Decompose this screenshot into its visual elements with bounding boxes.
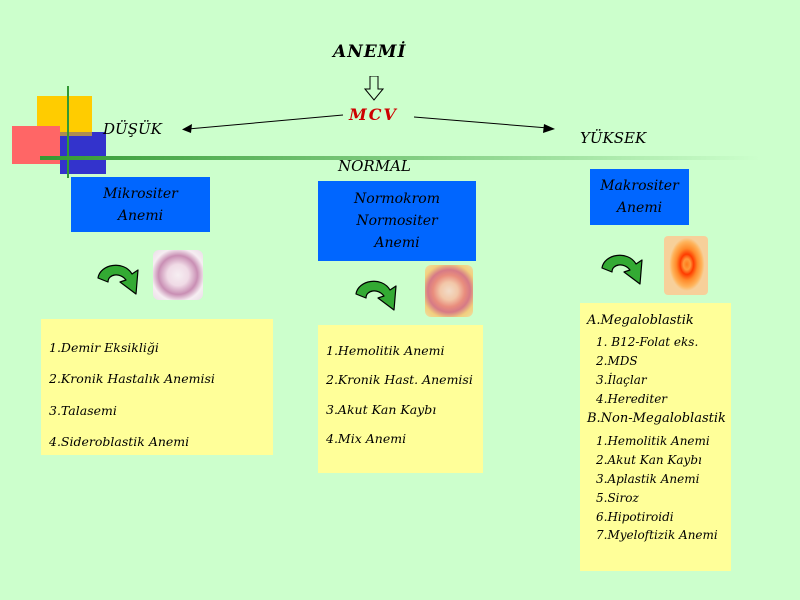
list-item: 7.Myeloftizik Anemi — [596, 528, 718, 542]
normocytic-line1: Normokrom — [354, 191, 440, 207]
list-item: 3.Akut Kan Kaybı — [326, 402, 437, 417]
normocytic-causes-list: 1.Hemolitik Anemi 2.Kronik Hast. Anemisi… — [318, 325, 483, 473]
normocytic-line3: Anemi — [374, 235, 420, 251]
list-item: 1.Hemolitik Anemi — [326, 343, 445, 358]
list-item: 4.Sideroblastik Anemi — [49, 434, 190, 449]
list-item: 1.Hemolitik Anemi — [596, 434, 710, 448]
normocytic-line2: Normositer — [356, 213, 438, 229]
list-item: 3.Talasemi — [49, 403, 117, 418]
list-item: 6.Hipotiroidi — [596, 510, 674, 524]
normocytic-anemia-box: Normokrom Normositer Anemi — [318, 181, 476, 261]
curved-arrow-icon — [97, 264, 139, 295]
microcytic-anemia-box: Mikrositer Anemi — [71, 177, 210, 232]
macrocytic-anemia-box: Makrositer Anemi — [590, 169, 689, 225]
corner-decoration — [12, 86, 760, 178]
arrow-to-low — [182, 114, 344, 133]
microcytic-causes-list: 1.Demir Eksikliği 2.Kronik Hastalık Anem… — [41, 319, 273, 455]
macrocytic-line1: Makrositer — [600, 178, 679, 194]
down-arrow-icon — [364, 76, 384, 101]
list-item: 2.Akut Kan Kaybı — [596, 453, 702, 467]
list-item: 3.Aplastik Anemi — [596, 472, 700, 486]
curved-arrow-icon — [601, 254, 643, 285]
list-item: 5.Siroz — [596, 491, 639, 505]
level-low-label: DÜŞÜK — [103, 120, 162, 138]
macrocyte-cell-image — [664, 236, 708, 295]
list-item: 4.Herediter — [596, 392, 668, 406]
curved-arrow-icon — [355, 280, 397, 311]
list-item: 4.Mix Anemi — [326, 431, 407, 446]
microcytic-line2: Anemi — [117, 207, 164, 224]
normocyte-cell-image — [425, 265, 473, 317]
macrocytic-causes-list: A.Megaloblastik 1. B12-Folat eks. 2.MDS … — [580, 303, 731, 571]
list-item: 1.Demir Eksikliği — [49, 340, 159, 355]
diagram-title: ANEMİ — [333, 42, 407, 62]
arrow-to-high — [413, 116, 555, 133]
macrocytic-line2: Anemi — [616, 200, 663, 216]
microcytic-line1: Mikrositer — [103, 185, 178, 202]
non-megaloblastic-heading: B.Non-Megaloblastik — [587, 411, 726, 426]
list-item: 2.Kronik Hastalık Anemisi — [49, 371, 215, 386]
list-item: 3.İlaçlar — [596, 373, 647, 387]
megaloblastic-heading: A.Megaloblastik — [587, 313, 694, 328]
microcyte-cell-image — [153, 250, 203, 300]
list-item: 1. B12-Folat eks. — [596, 335, 699, 349]
level-normal-label: NORMAL — [338, 157, 411, 175]
level-high-label: YÜKSEK — [580, 129, 647, 147]
list-item: 2.MDS — [596, 354, 638, 368]
mcv-label: MCV — [349, 105, 398, 124]
list-item: 2.Kronik Hast. Anemisi — [326, 372, 473, 387]
